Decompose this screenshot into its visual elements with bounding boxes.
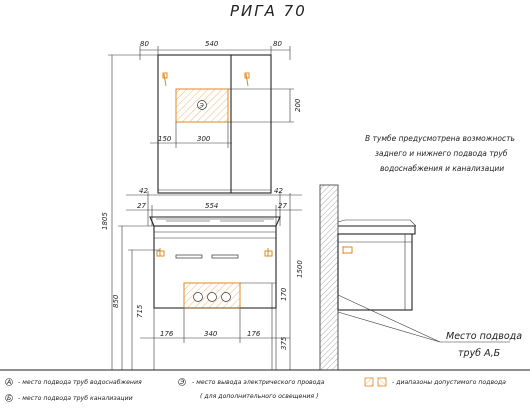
callout-line-1: Место подвода (446, 331, 522, 342)
legend: А - место подвода труб водоснабжения Б -… (5, 377, 506, 402)
side-view (319, 184, 510, 371)
dim-1500: 1500 (296, 260, 304, 278)
installation-note: В тумбе предусмотрена возможность заднег… (365, 134, 515, 173)
callout-line-2: труб А,Б (458, 348, 501, 359)
range-swatch-1 (364, 377, 374, 387)
dim-176-right: 176 (247, 330, 261, 338)
dim-170: 170 (280, 287, 288, 301)
dim-150: 150 (158, 135, 172, 143)
note-line-3: водоснабжения и канализации (380, 164, 504, 173)
dim-300: 300 (197, 135, 211, 143)
dim-375: 375 (280, 336, 288, 350)
dim-176-left: 176 (160, 330, 174, 338)
dim-554: 554 (205, 202, 218, 210)
drain-icon (207, 292, 217, 302)
cabinet-top-dimensions: 42 42 27 554 27 (126, 187, 302, 226)
legend-e-text-1: - место вывода электрического провода (192, 379, 325, 386)
leader-line-1 (337, 294, 441, 343)
dim-top-right: 80 (273, 40, 282, 48)
water-supply-icon-1 (193, 292, 203, 302)
legend-b-symbol: Б (7, 395, 11, 402)
drawing-title: РИГА 70 (230, 2, 307, 20)
legend-a-text: - место подвода труб водоснабжения (18, 378, 142, 386)
dim-1805: 1805 (101, 212, 109, 230)
dim-27-right: 27 (278, 202, 287, 210)
dim-top-center: 540 (205, 40, 219, 48)
legend-e-text-2: ( для дополнительного освещения ) (200, 393, 319, 400)
note-line-2: заднего и нижнего подвода труб (375, 149, 508, 158)
note-line-1: В тумбе предусмотрена возможность (365, 134, 515, 143)
leader-line-2 (337, 311, 441, 343)
dim-27-left: 27 (137, 202, 146, 210)
water-supply-icon-2 (221, 292, 231, 302)
legend-range-text: - диапазоны допустимого подвода (392, 379, 506, 386)
dim-42-left: 42 (139, 187, 148, 195)
electric-symbol: Э (199, 103, 205, 110)
vertical-dimensions: 1805 850 715 1500 170 375 (101, 54, 304, 370)
legend-b-icon (5, 394, 13, 402)
range-swatch-2 (377, 377, 387, 387)
vanity-unit (149, 216, 281, 370)
dim-340: 340 (204, 330, 218, 338)
legend-e-symbol: Э (179, 379, 185, 386)
top-dimensions: 80 540 80 (139, 40, 291, 60)
electric-outlet-icon (197, 100, 207, 110)
legend-b-text: - место подвода труб канализации (18, 394, 133, 402)
dim-715: 715 (136, 304, 144, 318)
mirror-cabinet: Э 200 150 300 (150, 54, 302, 194)
dim-850: 850 (112, 294, 120, 308)
dim-top-left: 80 (140, 40, 149, 48)
dim-42-right: 42 (274, 187, 283, 195)
legend-a-icon (5, 378, 13, 386)
legend-a-symbol: А (6, 379, 11, 386)
bottom-dimensions: 176 340 176 (140, 308, 290, 343)
dim-200: 200 (294, 98, 302, 112)
legend-e-icon (178, 378, 186, 386)
